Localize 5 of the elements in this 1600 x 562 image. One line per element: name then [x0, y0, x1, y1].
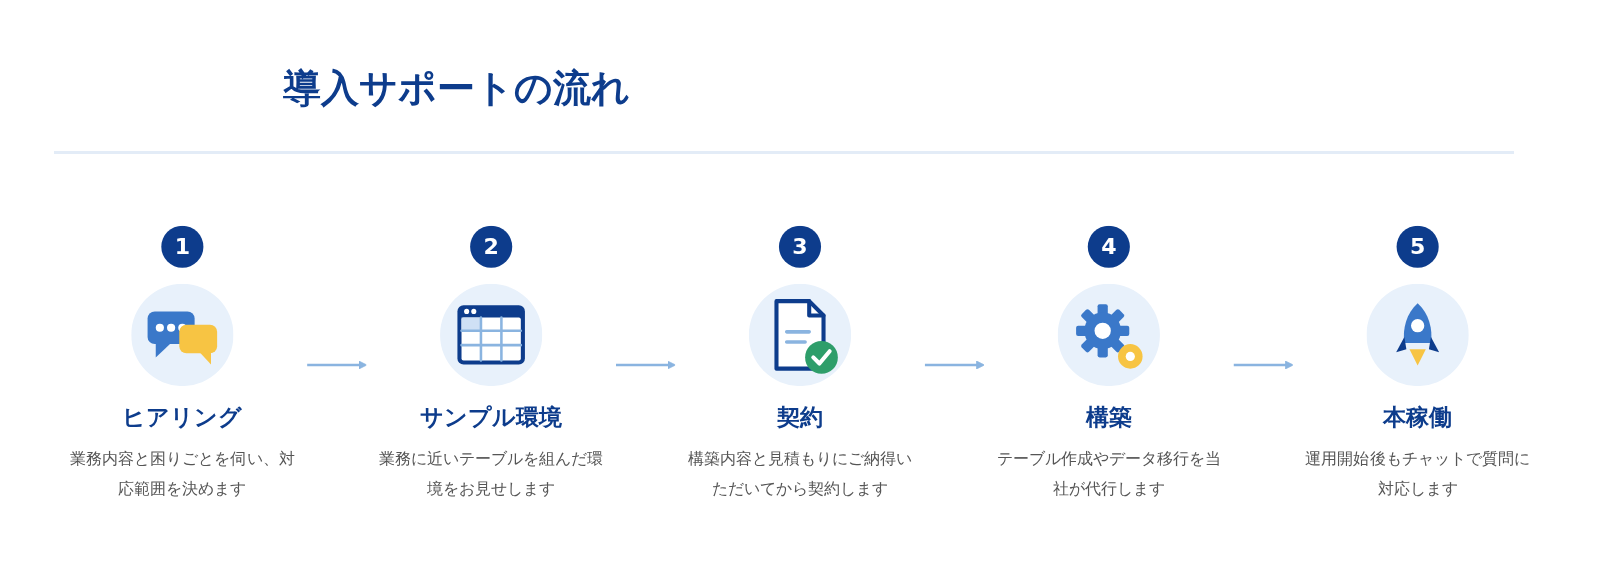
arrow	[924, 360, 985, 370]
arrow	[615, 360, 677, 370]
page-title: 導入サポートの流れ	[283, 65, 630, 112]
arrow	[1233, 360, 1294, 370]
arrow	[306, 360, 368, 370]
